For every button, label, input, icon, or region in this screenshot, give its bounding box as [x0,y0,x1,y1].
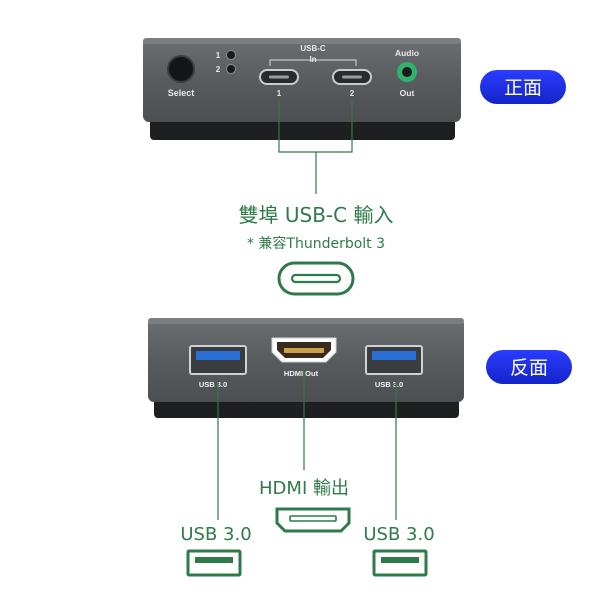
hdmi-icon-inner [289,515,337,522]
front-device-body [143,38,461,122]
back-badge-text: 反面 [510,357,548,379]
usb3-right-icon-outer [372,549,428,577]
usb3-left-tongue [196,351,240,360]
back-badge: 反面 [486,350,572,384]
usbc-connector-icon [277,261,355,296]
usbc-icon-outer [277,261,355,296]
hdmi-connector-icon [275,507,351,533]
usb3-left-icon-tongue [195,557,233,563]
front-device-top-edge [143,38,461,44]
hdmi-port-contacts [284,348,324,353]
usb3-right-device-label: USB 3.0 [375,380,403,389]
usbc-group-label: USB-C [300,44,326,53]
back-device-top-edge [148,318,464,324]
front-callout-lines [278,100,353,194]
audio-jack-hole [402,67,412,77]
led-2-label: 2 [216,65,221,74]
audio-out-label: Out [400,88,415,98]
usb3-left-icon-outer [186,549,242,577]
led-1-label: 1 [216,51,221,60]
front-device: Select 1 2 USB-C In 1 2 Audio Out [143,38,461,140]
usb3-right-connector-icon [372,549,428,577]
select-button [167,55,195,83]
usb3-left-device-label: USB 3.0 [199,380,227,389]
back-device: USB 3.0 HDMI Out USB 3.0 [148,318,464,418]
usb3-left-callout-label: USB 3.0 [180,524,251,545]
usbc-icon-inner [290,273,342,284]
callout-line-usbc-2 [316,100,353,153]
usbc-port-2-tongue [342,75,362,79]
usbc-port-1-tongue [269,75,289,79]
usb3-right-tongue [372,351,416,360]
usb3-left-connector-icon [186,549,242,577]
usbc-callout-title: 雙埠 USB-C 輸入 [239,203,394,227]
back-callout-lines [217,366,397,520]
usbc-port-1-number: 1 [277,89,282,98]
usb3-right-icon-tongue [381,557,419,563]
front-badge: 正面 [480,70,566,104]
led-2-indicator [226,64,236,74]
audio-label: Audio [395,48,419,58]
hdmi-callout-label: HDMI 輸出 [259,478,349,499]
front-badge-pill [480,70,566,104]
usbc-port-2-number: 2 [350,89,355,98]
front-badge-text: 正面 [504,77,542,99]
select-label: Select [168,88,195,98]
led-1-indicator [226,50,236,60]
usb3-right-callout-label: USB 3.0 [363,524,434,545]
usbc-callout-subtitle: * 兼容Thunderbolt 3 [247,235,385,252]
hdmi-device-label: HDMI Out [284,369,319,378]
callout-line-usbc-1 [278,100,316,153]
back-badge-pill [486,350,572,384]
usbc-group-bracket [269,59,357,66]
